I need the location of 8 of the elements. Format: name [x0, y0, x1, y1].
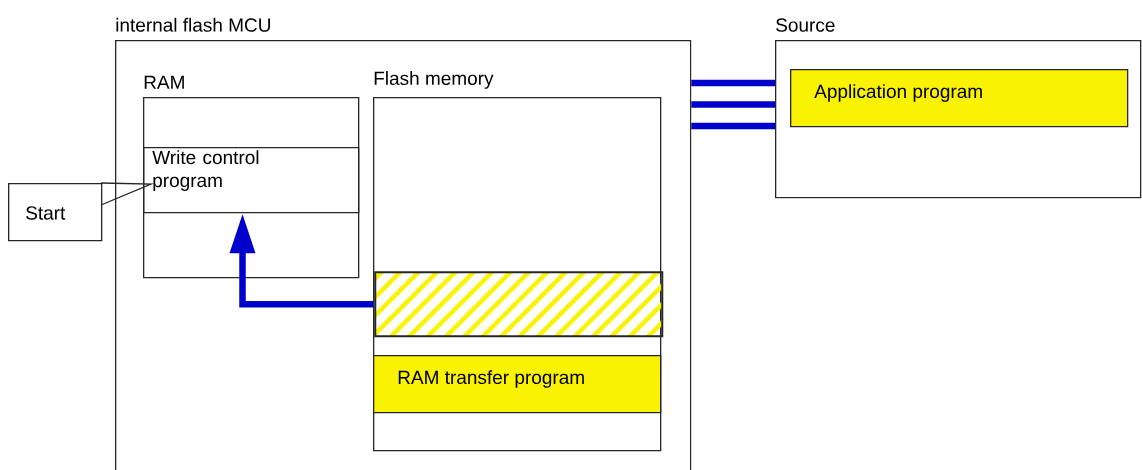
box-text: RAM transfer program: [398, 370, 584, 388]
hatched-area: [374, 271, 664, 338]
heading: internal flash MCU: [116, 17, 270, 32]
cell-text: Write control program: [152, 150, 259, 191]
heading: Flash memory: [374, 71, 494, 89]
heading: RAM: [144, 75, 184, 89]
box-text: Application program: [814, 84, 982, 102]
heading: Source: [776, 18, 835, 32]
